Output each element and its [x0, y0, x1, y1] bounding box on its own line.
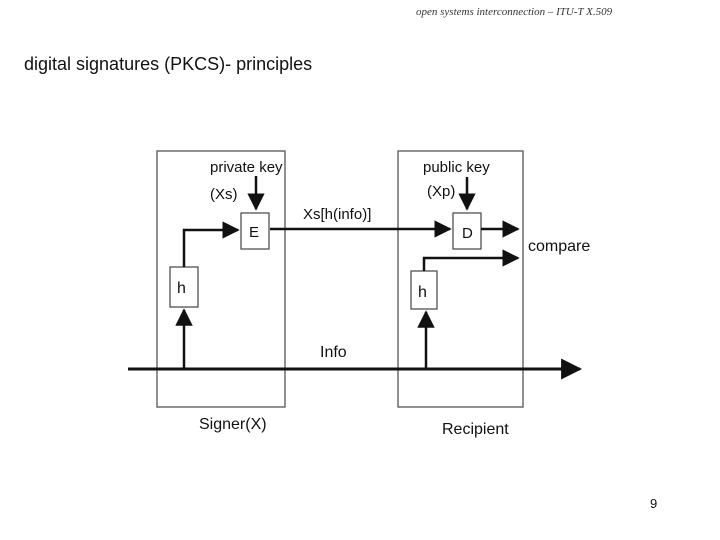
recipient-hash-label: h — [418, 284, 427, 301]
signer-hash-to-encrypt-arrow — [182, 221, 240, 267]
public-key-id: (Xp) — [427, 183, 455, 200]
recipient-box-label: Recipient — [442, 421, 509, 438]
signer-box — [156, 150, 286, 408]
recipient-hash-to-compare-arrow — [422, 249, 520, 271]
slide-title: digital signatures (PKCS)- principles — [24, 54, 313, 74]
decrypt-label: D — [462, 225, 473, 242]
slide-header: open systems interconnection – ITU-T X.5… — [416, 6, 613, 18]
signer-hash-label: h — [177, 280, 186, 297]
private-key-label: private key — [210, 159, 283, 176]
signature-label: Xs[h(info)] — [303, 206, 371, 223]
compare-label: compare — [528, 238, 590, 255]
signer-hash-box — [169, 266, 199, 308]
decrypt-box — [452, 212, 482, 250]
encrypt-box — [240, 212, 270, 250]
signer-box-label: Signer(X) — [199, 416, 267, 433]
page-number: 9 — [650, 496, 658, 511]
encrypt-label: E — [249, 224, 259, 241]
public-key-label: public key — [423, 159, 490, 176]
info-label: Info — [320, 344, 347, 361]
recipient-box — [397, 150, 524, 408]
private-key-id: (Xs) — [210, 186, 238, 203]
